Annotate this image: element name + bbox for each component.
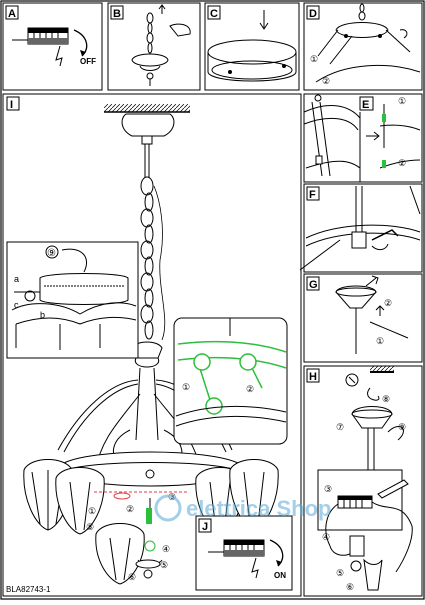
panel-g: G ② ① <box>303 273 423 363</box>
panel-j-label: J <box>202 521 208 533</box>
switch-on-label: ON <box>274 571 286 580</box>
panel-h-detail <box>317 469 403 531</box>
chain-icon <box>146 12 154 54</box>
panel-c-label: C <box>210 8 218 20</box>
i-step4: ④ <box>162 544 170 554</box>
detail-9-a: a <box>14 274 19 284</box>
down-arrow-icon <box>259 10 269 30</box>
h-step9: ⑨ <box>398 422 406 432</box>
h-step3: ③ <box>324 484 332 494</box>
detail-9: ⑨ a c b <box>6 241 139 359</box>
panel-j: J ON <box>195 515 293 591</box>
screwdriver-icon <box>377 479 409 499</box>
watermark: elettrica Shop <box>154 494 331 522</box>
shades <box>23 459 279 585</box>
canopy-b <box>131 53 169 67</box>
switch-off-label: OFF <box>80 57 96 66</box>
panel-f-label: F <box>309 189 316 201</box>
h-step7: ⑦ <box>336 422 344 432</box>
panel-b-label: B <box>113 8 121 20</box>
panel-c: C <box>204 2 300 91</box>
hand-icon-b <box>169 23 191 37</box>
panel-a-label: A <box>8 8 16 20</box>
panel-i-label: I <box>10 99 13 111</box>
terminal-block-h <box>337 495 373 509</box>
lift-arrow-icon <box>158 4 166 14</box>
h-step5: ⑤ <box>336 568 344 578</box>
part-number: BLA82743-1 <box>6 585 51 594</box>
green-socket <box>146 508 152 524</box>
terminal-block-on <box>208 539 265 557</box>
panel-a: A OFF <box>2 2 103 91</box>
watermark-text: elettrica Shop <box>186 496 331 521</box>
green-step1: ① <box>182 382 190 392</box>
e-step1: ① <box>398 96 406 106</box>
terminal-block-off <box>12 27 69 45</box>
detail-9-label: ⑨ <box>47 248 56 259</box>
panel-b: B <box>107 2 201 91</box>
i-step5: ⑤ <box>160 560 168 570</box>
panel-e-label: E <box>362 99 369 111</box>
cable <box>153 185 166 341</box>
detail-9-b: b <box>40 310 45 320</box>
h-step6: ⑥ <box>346 582 354 592</box>
panel-h: H ⑦ ⑧ ⑨ ③ ④ ⑤ ⑥ <box>303 365 423 597</box>
e-step2: ② <box>398 158 406 168</box>
hand-icon <box>55 45 63 67</box>
i-step6: ⑥ <box>128 572 136 582</box>
panel-f: F <box>299 183 423 273</box>
h-step8: ⑧ <box>382 394 390 404</box>
green-step2: ② <box>246 384 254 394</box>
g-step1: ① <box>376 336 384 346</box>
g-step2: ② <box>384 298 392 308</box>
d-step2: ② <box>322 76 330 86</box>
panel-d: D ① ② <box>303 2 423 91</box>
detail-green: ① ② <box>173 317 288 445</box>
chain <box>140 176 154 340</box>
allen-key-icon <box>371 229 399 241</box>
detail-9-c: c <box>14 300 19 310</box>
i-step2: ② <box>126 504 134 514</box>
ceiling <box>104 104 190 112</box>
canopy <box>121 113 175 137</box>
panel-d-label: D <box>309 8 317 20</box>
i-step8: ⑧ <box>86 522 94 532</box>
h-step4: ④ <box>322 532 330 542</box>
ring-c <box>207 39 297 65</box>
i-step1: ① <box>88 506 96 516</box>
panel-h-label: H <box>309 371 317 383</box>
d-step1: ① <box>310 54 318 64</box>
panel-g-label: G <box>309 279 318 291</box>
panel-i: I <box>2 93 302 597</box>
panel-e: E ① ② <box>303 93 423 183</box>
screw-icon <box>345 373 359 387</box>
